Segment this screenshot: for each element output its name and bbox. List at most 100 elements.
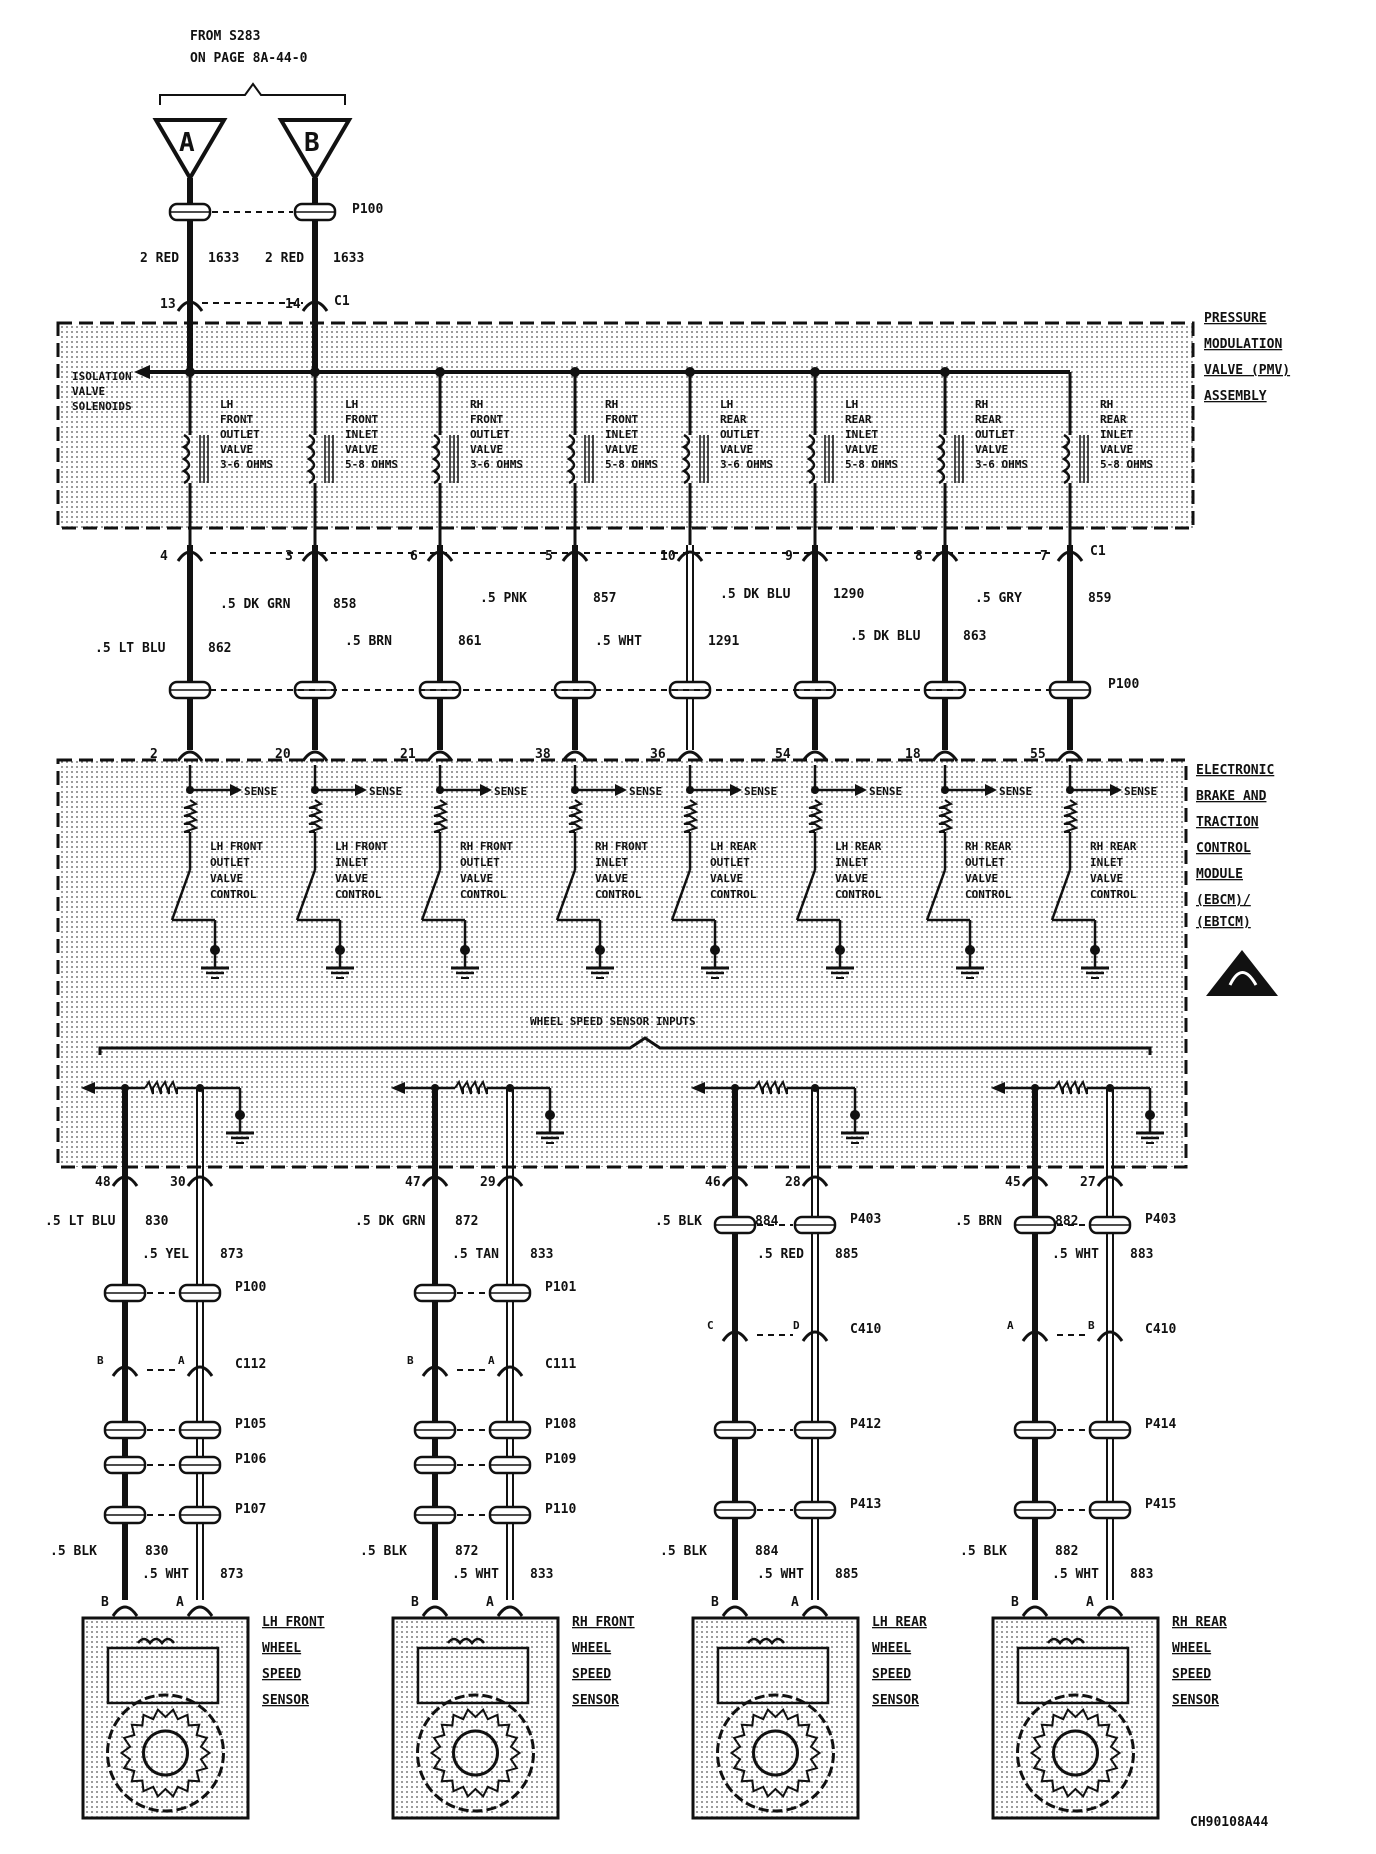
sensor-pin-letter: B: [101, 1595, 109, 1610]
sense-arrow: [355, 784, 367, 796]
control-resistor: [568, 799, 584, 833]
sensor-pin-letter: A: [486, 1595, 494, 1610]
sensor-cavity: [421, 1605, 449, 1617]
harness-circuit: 861: [458, 634, 482, 649]
wss-mid-cavity: [1096, 1330, 1124, 1342]
sense-label: SENSE: [244, 785, 277, 798]
sense-label: SENSE: [999, 785, 1032, 798]
sense-node: [941, 786, 949, 794]
wss-gauge: .5 YEL: [142, 1247, 189, 1262]
pmv-title-line: MODULATION: [1204, 337, 1282, 352]
wss-gauge: .5 RED: [757, 1247, 804, 1262]
control-resistor: [938, 799, 954, 833]
solenoid-label-line: FRONT: [470, 413, 503, 426]
sense-arrow: [855, 784, 867, 796]
sensor-coil: [137, 1637, 175, 1646]
control-label-line: INLET: [595, 856, 628, 869]
pmv-assembly-box: [56, 321, 1195, 530]
wss-connector-label: P412: [850, 1417, 881, 1432]
sensor-name-line: SPEED: [1172, 1667, 1211, 1682]
sensor-name-line: WHEEL: [572, 1641, 611, 1656]
sense-node: [436, 786, 444, 794]
ebcm-pin: 21: [400, 747, 416, 762]
control-label-line: RH FRONT: [595, 840, 648, 853]
wss-inputs-brace: [98, 1036, 1152, 1055]
solenoid-label-line: LH: [345, 398, 358, 411]
figure-id: CH90108A44: [1190, 1815, 1268, 1830]
wss-arrow: [81, 1082, 95, 1094]
solenoid-label-line: FRONT: [605, 413, 638, 426]
wss-pin: 45: [1005, 1175, 1021, 1190]
sensor-name-line: WHEEL: [872, 1641, 911, 1656]
wss-cavity-letter: A: [178, 1354, 185, 1367]
wss-mid-cavity: [721, 1330, 749, 1342]
control-label-line: CONTROL: [595, 888, 642, 901]
wss-cavity-letter: B: [1088, 1319, 1095, 1332]
tone-wheel-hub: [142, 1729, 189, 1777]
control-label-line: CONTROL: [965, 888, 1012, 901]
control-label-line: CONTROL: [210, 888, 257, 901]
wss-cavity: [186, 1175, 214, 1187]
sensor-pickup: [716, 1646, 830, 1705]
solenoid-label-line: REAR: [845, 413, 872, 426]
wss-resistor: [144, 1079, 178, 1095]
feed-pin: 13: [160, 297, 176, 312]
sensor-pin-letter: A: [791, 1595, 799, 1610]
control-label-line: CONTROL: [335, 888, 382, 901]
solenoid-label-line: 5-8 OHMS: [605, 458, 658, 471]
c1-cavity: [301, 300, 329, 312]
control-switch: [925, 869, 947, 921]
solenoid-label-line: 5-8 OHMS: [345, 458, 398, 471]
control-label-line: INLET: [335, 856, 368, 869]
ebcm-pin: 54: [775, 747, 791, 762]
sense-arrow: [1110, 784, 1122, 796]
control-label-line: OUTLET: [710, 856, 750, 869]
source-bracket: [159, 82, 346, 105]
wss-pin: 48: [95, 1175, 111, 1190]
tone-wheel-hub: [1052, 1729, 1099, 1777]
sense-label: SENSE: [1124, 785, 1157, 798]
isolation-arrow: [134, 365, 150, 379]
isolation-label-line: VALVE: [72, 385, 105, 398]
sensor-name-line: LH FRONT: [262, 1615, 325, 1630]
sense-arrow: [480, 784, 492, 796]
wss-pin: 28: [785, 1175, 801, 1190]
wss-connector-label: P107: [235, 1502, 266, 1517]
solenoid-label-line: RH: [470, 398, 483, 411]
wss-circuit: 830: [145, 1214, 169, 1229]
wss-circuit: 885: [835, 1567, 858, 1582]
ebcm-pin: 20: [275, 747, 291, 762]
sensor-name-line: SPEED: [872, 1667, 911, 1682]
feed-circuit: 1633: [208, 251, 239, 266]
ebcm-title-line: CONTROL: [1196, 841, 1251, 856]
connector-letter: B: [304, 128, 320, 158]
sense-arrow: [730, 784, 742, 796]
wss-circuit: 872: [455, 1544, 478, 1559]
sensor-pickup: [416, 1646, 530, 1705]
pmv-c1-cavity: [676, 550, 704, 562]
pmv-pin: 7: [1040, 549, 1048, 564]
feed-pin: 14: [285, 297, 301, 312]
pmv-pin: 3: [285, 549, 293, 564]
wss-cavity-letter: B: [97, 1354, 104, 1367]
harness-circuit: 1291: [708, 634, 739, 649]
feed-gauge: 2 RED: [265, 251, 304, 266]
solenoid-label-line: REAR: [720, 413, 747, 426]
wss-circuit: 873: [220, 1247, 243, 1262]
wss-arrow: [691, 1082, 705, 1094]
wss-gauge: .5 BLK: [360, 1544, 407, 1559]
pmv-pin: 9: [785, 549, 793, 564]
p100-harness-label: P100: [1108, 677, 1139, 692]
solenoid-label-line: REAR: [975, 413, 1002, 426]
control-resistor: [433, 799, 449, 833]
control-switch: [670, 869, 692, 921]
solenoid-label-line: RH: [1100, 398, 1113, 411]
solenoid-label-line: 3-6 OHMS: [975, 458, 1028, 471]
sensor-pickup: [106, 1646, 220, 1705]
solenoid-label-line: 3-6 OHMS: [220, 458, 273, 471]
wss-connector-label: C410: [850, 1322, 881, 1337]
sensor-cavity: [496, 1605, 524, 1617]
wss-circuit: 833: [530, 1247, 553, 1262]
